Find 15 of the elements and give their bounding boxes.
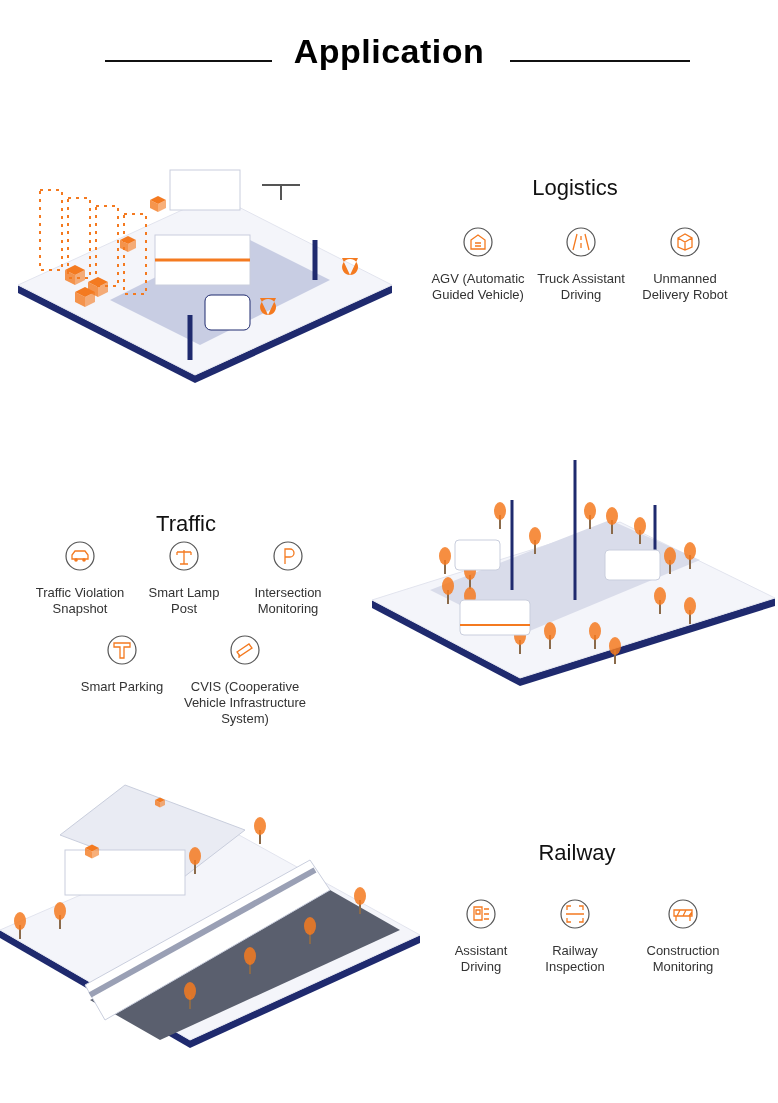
feature-label: Railway Inspection <box>544 943 606 975</box>
feature-label: Intersection Monitoring <box>253 585 323 617</box>
feature-label: Truck Assistant Driving <box>536 271 626 303</box>
page-title: Application <box>293 32 485 71</box>
feature-label: Unmanned Delivery Robot <box>641 271 729 303</box>
feature-label: Construction Monitoring <box>645 943 721 975</box>
section-heading: Railway <box>538 840 616 866</box>
feature-label: CVIS (Cooperative Vehicle Infrastructure System) <box>182 679 308 727</box>
section-heading: Traffic <box>156 511 216 537</box>
section-heading: Logistics <box>532 175 618 201</box>
feature-label: Assistant Driving <box>453 943 509 975</box>
feature-label: Traffic Violation Snapshot <box>34 585 126 617</box>
feature-label: AGV (Automatic Guided Vehicle) <box>430 271 526 303</box>
feature-label: Smart Lamp Post <box>147 585 221 617</box>
feature-label: Smart Parking <box>79 679 165 695</box>
